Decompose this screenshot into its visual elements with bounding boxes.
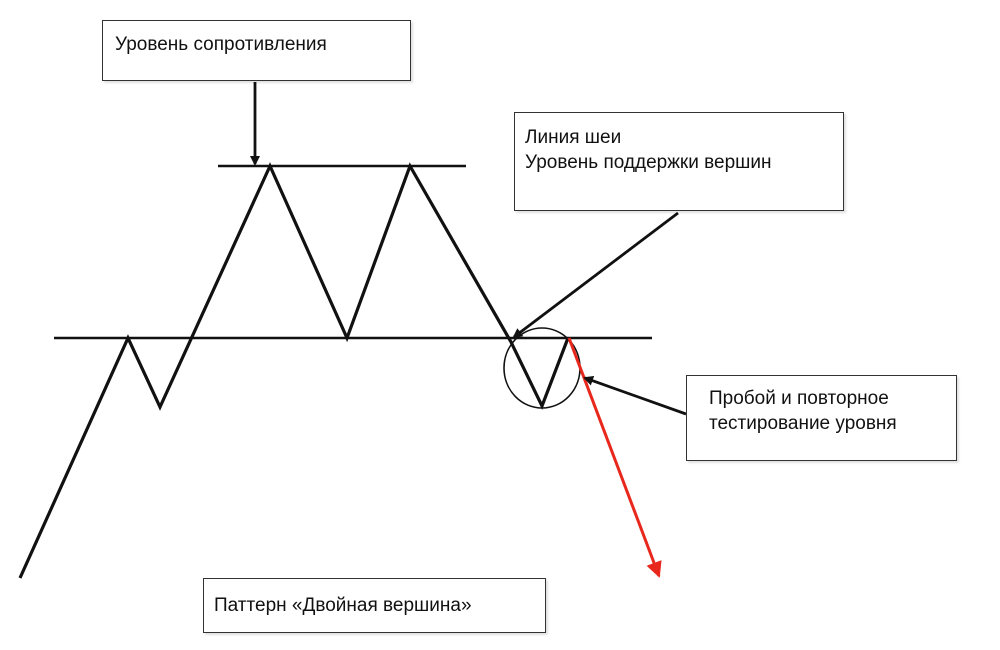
- neckline-label-box: Линия шеи Уровень поддержки вершин: [514, 112, 844, 211]
- neckline-pointer-arrow: [512, 211, 679, 339]
- neckline-label-line2: Уровень поддержки вершин: [525, 152, 772, 173]
- resistance-label: Уровень сопротивления: [115, 34, 327, 55]
- pattern-title-box: Паттерн «Двойная вершина»: [203, 578, 546, 633]
- breakout-label-line2: тестирование уровня: [709, 413, 897, 434]
- pattern-title: Паттерн «Двойная вершина»: [214, 595, 472, 616]
- breakout-label-box: Пробой и повторное тестирование уровня: [686, 375, 957, 461]
- breakdown-arrow: [567, 337, 662, 578]
- breakout-label-line1: Пробой и повторное: [709, 388, 889, 409]
- breakout-pointer-arrow: [583, 375, 687, 416]
- resistance-label-box: Уровень сопротивления: [102, 20, 411, 81]
- neckline-label-line1: Линия шеи: [525, 127, 622, 148]
- price-path: [18, 162, 570, 579]
